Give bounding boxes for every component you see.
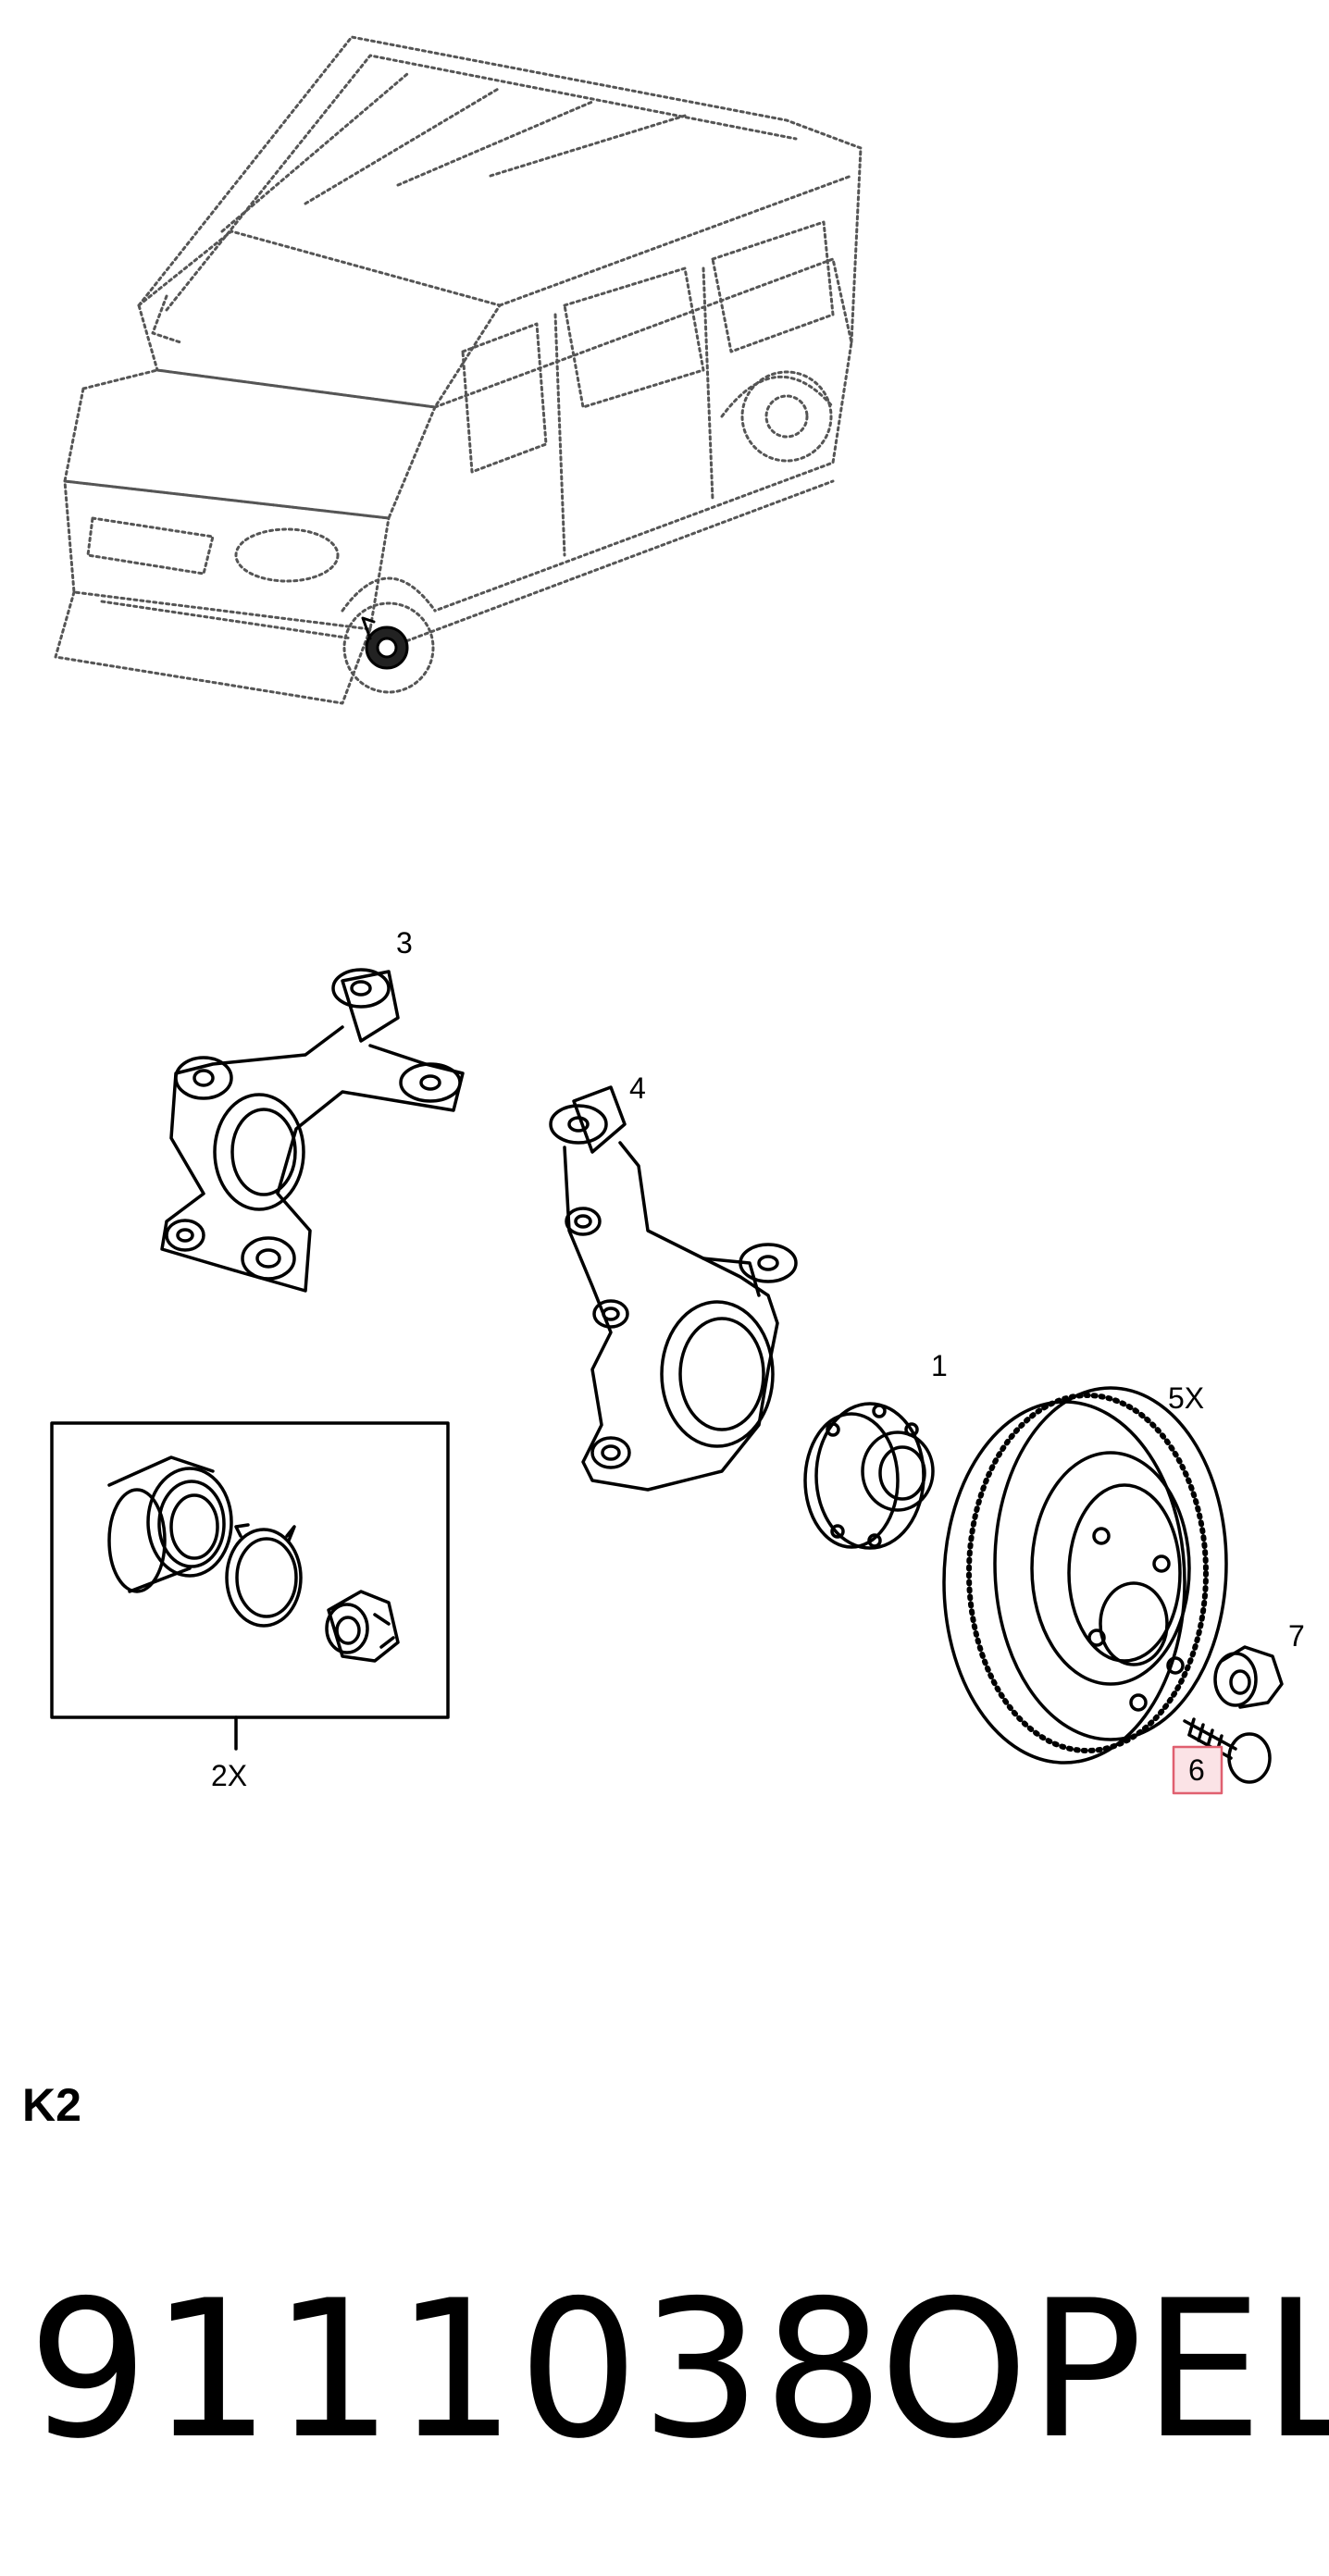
group-code-label: K2 <box>22 2079 81 2131</box>
hub-nut <box>325 1590 400 1663</box>
part-3-steering-knuckle <box>160 968 465 1293</box>
wheel-bearing <box>107 1455 233 1593</box>
brand-name: OPEL <box>879 2260 1329 2481</box>
part-2x-kit-box <box>50 1421 450 1751</box>
callout-6: 6 <box>1188 1753 1205 1787</box>
callout-3: 3 <box>396 926 413 960</box>
callout-7: 7 <box>1288 1619 1305 1653</box>
van-front-hub-detail <box>361 616 409 670</box>
part-6-bolt <box>1183 1717 1272 1784</box>
part-6-highlight-box <box>1172 1745 1223 1795</box>
part-5x-brake-disc <box>942 1386 1228 1765</box>
callout-2x: 2X <box>211 1759 248 1792</box>
part-1-wheel-hub <box>803 1402 935 1550</box>
part-number: 9111038 <box>28 2260 886 2481</box>
van-illustration <box>54 35 863 705</box>
part-4-steering-knuckle <box>549 1085 798 1492</box>
callout-5x: 5X <box>1168 1381 1205 1415</box>
callout-1: 1 <box>931 1349 948 1382</box>
circlip <box>225 1523 303 1628</box>
callout-4: 4 <box>629 1071 646 1105</box>
part-7-nut <box>1213 1645 1284 1709</box>
